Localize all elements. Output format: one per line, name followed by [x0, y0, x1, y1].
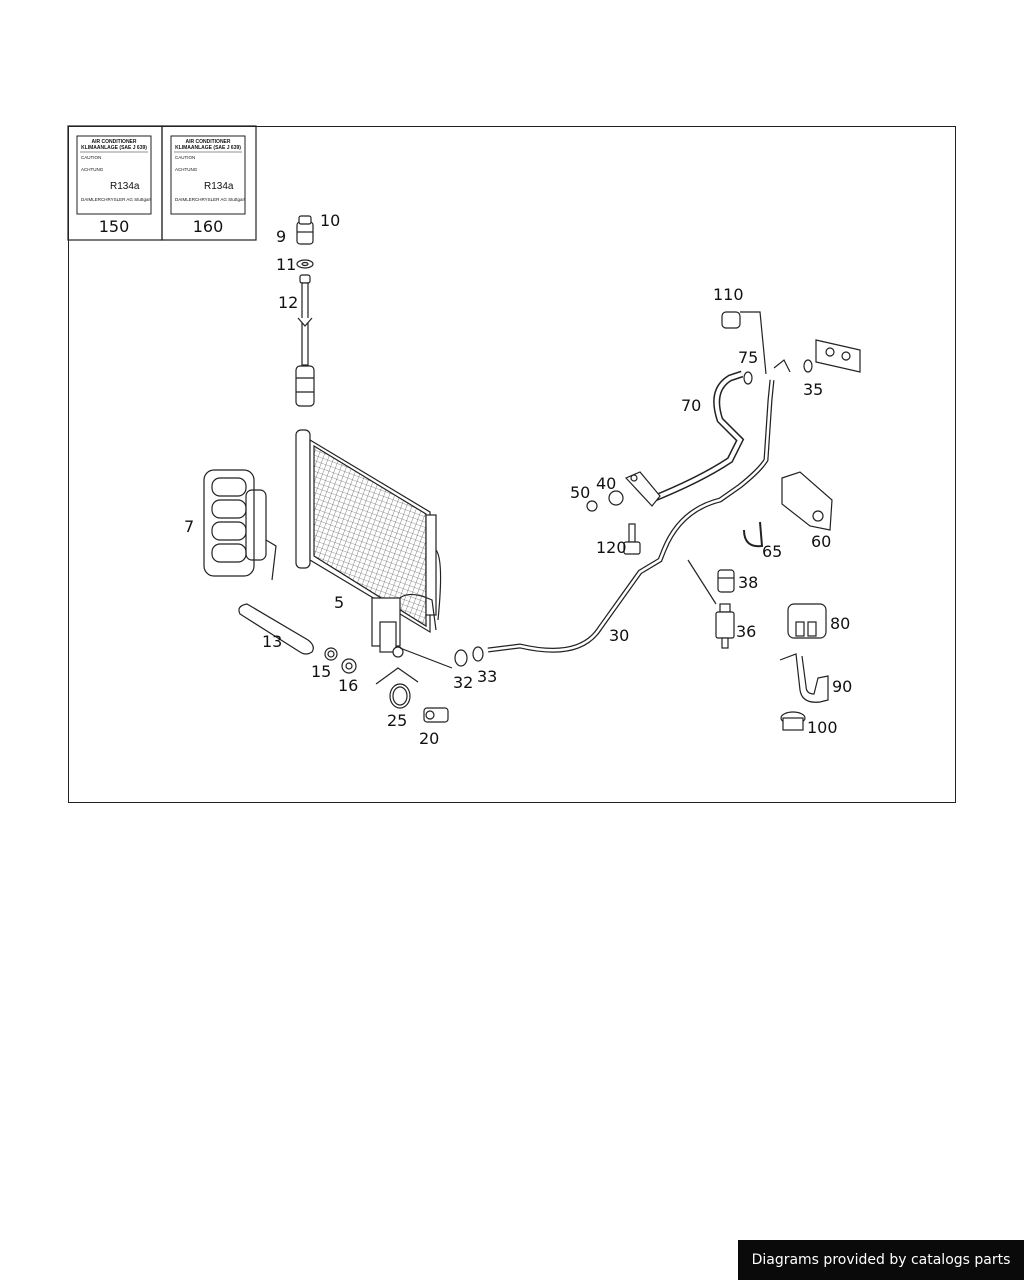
callout-38: 38 — [738, 573, 758, 592]
callout-80: 80 — [830, 614, 850, 633]
callout-16: 16 — [338, 676, 358, 695]
part-12-rod — [295, 274, 315, 407]
decal-150: AIR CONDITIONER KLIMAANLAGE (SAE J 639) … — [76, 135, 152, 236]
callout-15: 15 — [311, 662, 331, 681]
callout-50: 50 — [570, 483, 590, 502]
footer-text: Diagrams provided by catalogs parts — [751, 1252, 1011, 1268]
callout-36: 36 — [736, 622, 756, 641]
part-36-valve — [715, 603, 735, 649]
part-20-switch — [423, 707, 449, 723]
callout-10: 10 — [320, 211, 340, 230]
svg-text:ACHTUNG: ACHTUNG — [175, 167, 198, 172]
svg-text:DAIMLERCHRYSLER AG Stuttgart: DAIMLERCHRYSLER AG Stuttgart — [81, 197, 152, 202]
svg-text:CAUTION: CAUTION — [81, 155, 101, 160]
footer-badge[interactable]: Diagrams provided by catalogs parts — [738, 1240, 1024, 1280]
callout-65: 65 — [762, 542, 782, 561]
callout-11: 11 — [276, 255, 296, 274]
callout-90: 90 — [832, 677, 852, 696]
part-35-valve — [815, 339, 861, 373]
callout-60: 60 — [811, 532, 831, 551]
part-110-nut — [721, 311, 741, 329]
part-13-dryer — [238, 603, 314, 655]
callout-32: 32 — [453, 673, 473, 692]
callout-120: 120 — [596, 538, 627, 557]
svg-text:AIR CONDITIONER: AIR CONDITIONER — [186, 139, 231, 145]
callout-160: 160 — [193, 217, 224, 236]
svg-text:R134a: R134a — [204, 181, 234, 192]
callout-5: 5 — [334, 593, 344, 612]
callout-150: 150 — [99, 217, 130, 236]
callout-25: 25 — [387, 711, 407, 730]
svg-text:DAIMLERCHRYSLER AG Stuttgart: DAIMLERCHRYSLER AG Stuttgart — [175, 197, 246, 202]
part-120-bolt — [623, 523, 641, 555]
callout-9: 9 — [276, 227, 286, 246]
part-38-cap — [717, 569, 735, 593]
part-100-nut — [780, 711, 806, 731]
part-40-ring — [608, 490, 624, 506]
part-40-block — [624, 471, 661, 507]
part-50-screw — [586, 500, 598, 512]
callout-110: 110 — [713, 285, 744, 304]
svg-text:KLIMAANLAGE (SAE J 639): KLIMAANLAGE (SAE J 639) — [175, 145, 241, 151]
decal-160: AIR CONDITIONER KLIMAANLAGE (SAE J 639) … — [170, 135, 246, 236]
svg-text:KLIMAANLAGE (SAE J 639): KLIMAANLAGE (SAE J 639) — [81, 145, 147, 151]
part-33-washer — [472, 646, 484, 662]
svg-text:R134a: R134a — [110, 181, 140, 192]
decal-boxes: AIR CONDITIONER KLIMAANLAGE (SAE J 639) … — [67, 125, 257, 241]
callout-35: 35 — [803, 380, 823, 399]
part-32-seal — [454, 649, 468, 667]
part-65-clip — [743, 521, 764, 548]
svg-text:AIR CONDITIONER: AIR CONDITIONER — [92, 139, 137, 145]
svg-text:ACHTUNG: ACHTUNG — [81, 167, 104, 172]
callout-7: 7 — [184, 517, 194, 536]
part-35-oring — [803, 359, 813, 373]
svg-text:CAUTION: CAUTION — [175, 155, 195, 160]
callout-40: 40 — [596, 474, 616, 493]
callout-12: 12 — [278, 293, 298, 312]
callout-75: 75 — [738, 348, 758, 367]
part-60-bracket — [781, 471, 833, 531]
callout-30: 30 — [609, 626, 629, 645]
part-80-grommet — [787, 603, 827, 639]
part-5-condenser — [295, 429, 442, 658]
part-9-10-cap — [296, 215, 314, 245]
part-90-bracket — [779, 653, 829, 703]
diagram-frame — [68, 126, 956, 803]
part-drawings — [203, 215, 861, 731]
part-75-washer — [743, 371, 753, 385]
callout-20: 20 — [419, 729, 439, 748]
callout-13: 13 — [262, 632, 282, 651]
callout-100: 100 — [807, 718, 838, 737]
callout-33: 33 — [477, 667, 497, 686]
callouts: 10 9 11 12 7 5 13 15 16 25 20 32 33 30 1… — [184, 211, 852, 748]
callout-70: 70 — [681, 396, 701, 415]
part-7-cooler — [203, 469, 277, 581]
